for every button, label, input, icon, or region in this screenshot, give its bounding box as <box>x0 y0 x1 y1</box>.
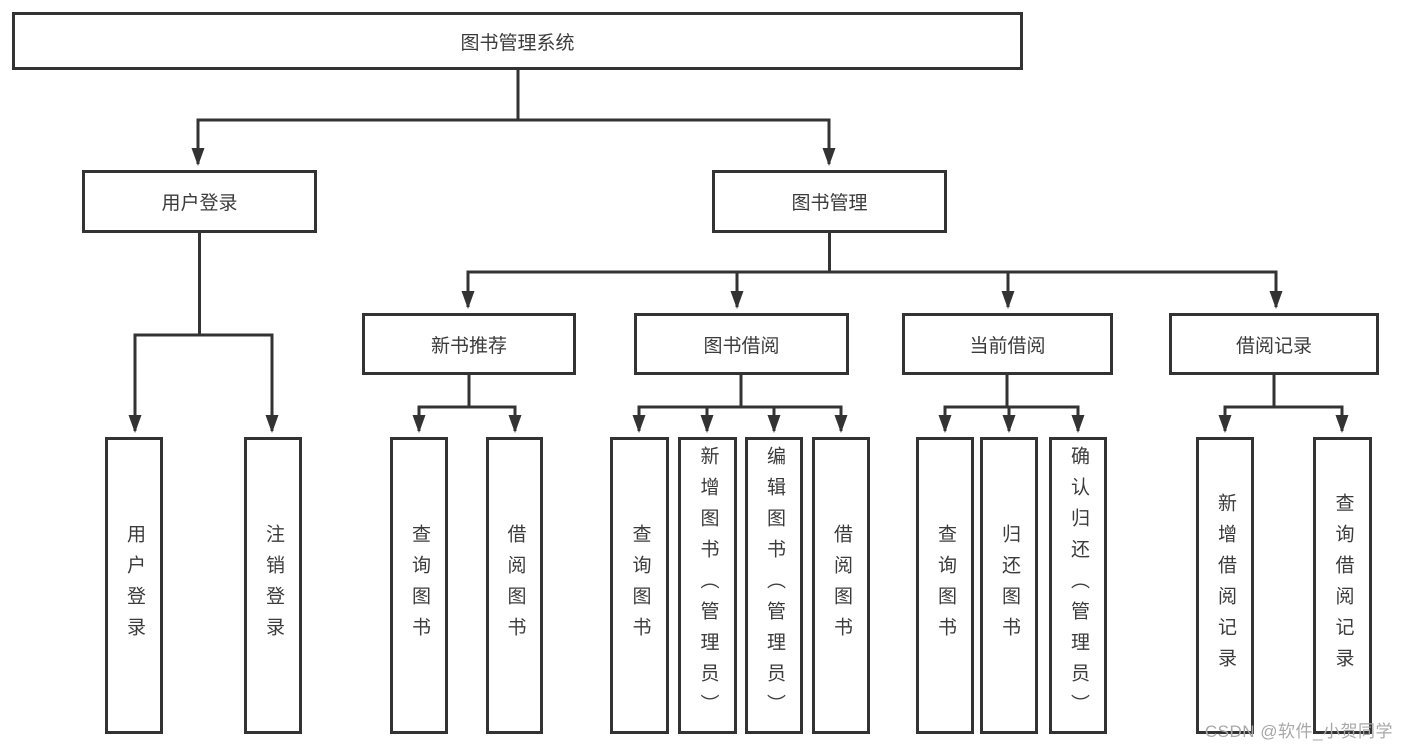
leaf-add-borrow-record: 新增借阅记录 <box>1196 437 1254 734</box>
node-label: 图书借阅 <box>703 335 780 357</box>
node-label: 用户登录 <box>123 523 145 648</box>
leaf-edit-books-admin: 编辑图书（管理员） <box>745 437 803 734</box>
watermark: CSDN @软件_小贺同学 <box>1204 722 1393 741</box>
leaf-add-books-admin: 新增图书（管理员） <box>678 437 737 734</box>
leaf-confirm-return-admin: 确认归还（管理员） <box>1049 437 1107 734</box>
node-book-management: 图书管理 <box>712 170 947 233</box>
node-label: 注销登录 <box>262 523 284 648</box>
node-label: 编辑图书（管理员） <box>763 446 785 725</box>
node-label: 图书管理 <box>791 193 868 214</box>
node-label: 用户登录 <box>161 193 238 214</box>
leaf-user-login: 用户登录 <box>105 437 163 734</box>
node-label: 借阅图书 <box>830 523 852 648</box>
node-label: 查询图书 <box>408 523 430 648</box>
node-library-management-system: 图书管理系统 <box>12 12 1023 70</box>
node-borrowing-records: 借阅记录 <box>1169 313 1379 375</box>
node-label: 新书推荐 <box>430 335 507 357</box>
leaf-query-borrow-record: 查询借阅记录 <box>1313 437 1372 734</box>
node-label: 查询图书 <box>629 523 651 648</box>
leaf-logout-login: 注销登录 <box>244 437 302 734</box>
leaf-query-books-current: 查询图书 <box>916 437 974 734</box>
node-label: 查询借阅记录 <box>1332 492 1354 679</box>
leaf-query-books-recommend: 查询图书 <box>390 437 448 734</box>
node-label: 当前借阅 <box>969 335 1046 357</box>
leaf-borrow-books-recommend: 借阅图书 <box>486 437 543 734</box>
node-label: 图书管理系统 <box>460 32 575 54</box>
node-label: 新增借阅记录 <box>1214 492 1236 679</box>
leaf-borrow-books-borrowing: 借阅图书 <box>812 437 870 734</box>
node-label: 借阅图书 <box>504 523 526 648</box>
node-user-login: 用户登录 <box>82 170 317 233</box>
node-label: 查询图书 <box>934 523 956 648</box>
node-label: 新增图书（管理员） <box>697 446 719 725</box>
node-label: 借阅记录 <box>1235 335 1312 357</box>
leaf-query-books-borrowing: 查询图书 <box>610 437 669 734</box>
node-label: 确认归还（管理员） <box>1067 446 1089 725</box>
node-label: 归还图书 <box>998 523 1020 648</box>
node-new-book-recommend: 新书推荐 <box>362 313 576 375</box>
node-current-borrowing: 当前借阅 <box>902 313 1113 375</box>
node-book-borrowing: 图书借阅 <box>634 313 849 375</box>
leaf-return-books: 归还图书 <box>980 437 1038 734</box>
